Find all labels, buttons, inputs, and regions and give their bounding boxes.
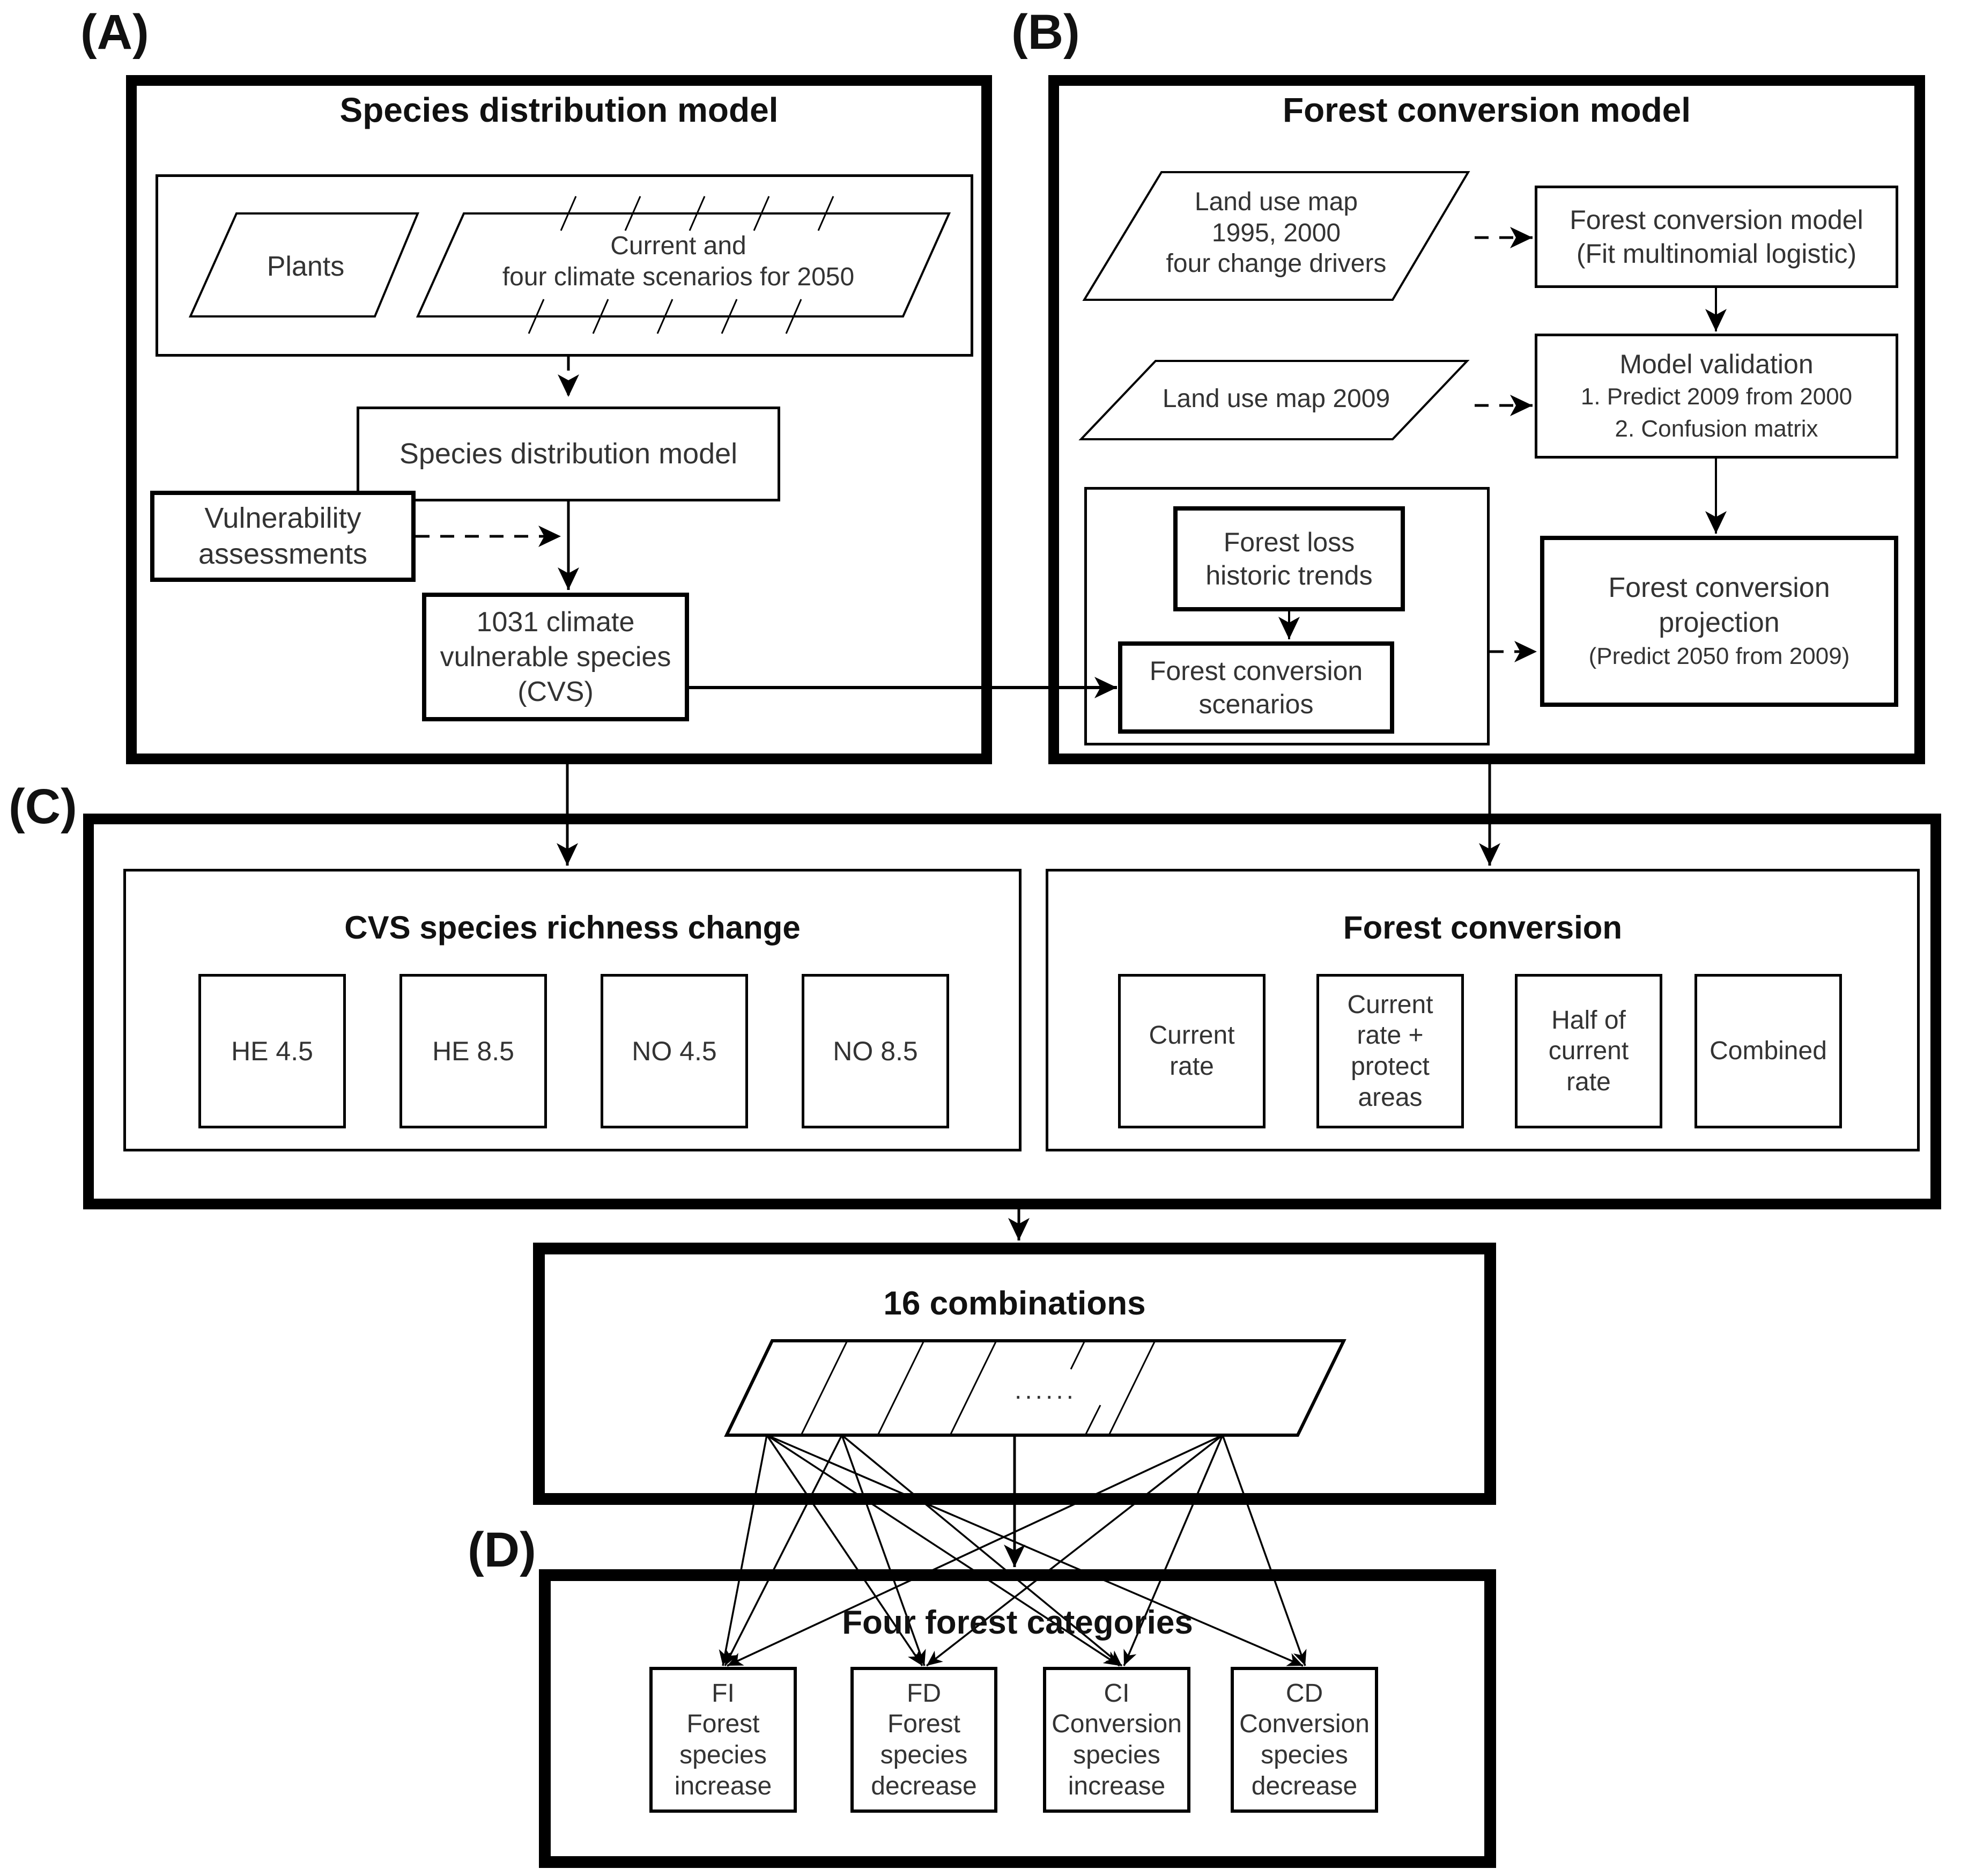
panel-c-frame [83,814,1941,1209]
panel-a-title: Species distribution model [339,91,779,129]
climate-parallelogram [416,212,951,317]
model-validation-title: Model validation [1619,349,1814,379]
panel-combinations [533,1243,1496,1505]
conversion-scenario-combined: Combined [1694,974,1842,1128]
category-desc-fd: Forest species decrease [871,1710,977,1800]
conversion-scenario-protect-areas: Current rate + protect areas [1316,974,1464,1128]
land-use-map-1-label: Land use map 1995, 2000 four change driv… [1166,188,1387,278]
panel-four-categories [539,1569,1496,1868]
label-panel-c: (C) [9,779,77,834]
land-use-map-2-parallelogram [1078,360,1470,440]
projection-title: Forest conversion projection [1608,572,1830,638]
combinations-parallelogram [724,1339,1346,1437]
vulnerability-box: Vulnerability assessments [150,491,416,582]
category-code-fd: FD [907,1679,941,1708]
combinations-dividers [800,1340,1156,1436]
category-desc-cd: Conversion species decrease [1239,1710,1370,1800]
category-box-cd: CD Conversion species decrease [1231,1667,1378,1813]
land-use-map-1-parallelogram [1082,171,1470,301]
sdm-box: Species distribution model [357,407,780,501]
model-validation-box: Model validation 1. Predict 2009 from 20… [1535,334,1898,459]
combination-fan-lines [719,1434,1307,1667]
richness-title: CVS species richness change [344,910,801,946]
label-panel-a: (A) [80,5,149,60]
cvs-box: 1031 climate vulnerable species (CVS) [422,593,689,721]
conversion-scenario-current-rate: Current rate [1118,974,1266,1128]
category-box-ci: CI Conversion species increase [1043,1667,1190,1813]
fcm-box: Forest conversion model (Fit multinomial… [1535,186,1898,288]
plants-parallelogram [188,212,419,317]
category-desc-ci: Conversion species increase [1052,1710,1182,1800]
projection-subtitle: (Predict 2050 from 2009) [1588,642,1850,669]
label-panel-d: (D) [468,1523,536,1577]
climate-parallelogram-ticks [528,196,834,334]
category-code-ci: CI [1104,1679,1130,1708]
climate-scenario-no85: NO 8.5 [802,974,949,1128]
climate-scenario-no45: NO 4.5 [601,974,748,1128]
label-panel-b: (B) [1011,5,1080,60]
scenarios-box: Forest conversion scenarios [1118,641,1394,734]
category-box-fi: FI Forest species increase [649,1667,797,1813]
conversion-title: Forest conversion [1343,910,1623,946]
model-validation-item-1: 1. Predict 2009 from 2000 [1580,383,1853,410]
climate-label: Current and four climate scenarios for 2… [502,232,855,291]
category-code-fi: FI [712,1679,735,1708]
panel-d-title: Four forest categories [842,1604,1193,1641]
conversion-scenario-half-rate: Half of current rate [1515,974,1662,1128]
land-use-map-2-label: Land use map 2009 [1162,385,1390,413]
projection-box: Forest conversion projection (Predict 20… [1540,536,1898,707]
forest-loss-box: Forest loss historic trends [1173,506,1405,611]
category-desc-fi: Forest species increase [674,1710,772,1800]
category-box-fd: FD Forest species decrease [850,1667,997,1813]
combinations-ellipsis: ...... [1014,1376,1077,1405]
category-code-cd: CD [1285,1679,1323,1708]
plants-label: Plants [267,251,345,282]
climate-scenario-he45: HE 4.5 [198,974,346,1128]
climate-scenario-he85: HE 8.5 [399,974,547,1128]
panel-species-distribution [126,75,992,764]
panel-forest-conversion-model [1048,75,1925,764]
panel-b-title: Forest conversion model [1282,91,1691,129]
combinations-title: 16 combinations [883,1285,1146,1322]
model-validation-item-2: 2. Confusion matrix [1615,415,1818,442]
